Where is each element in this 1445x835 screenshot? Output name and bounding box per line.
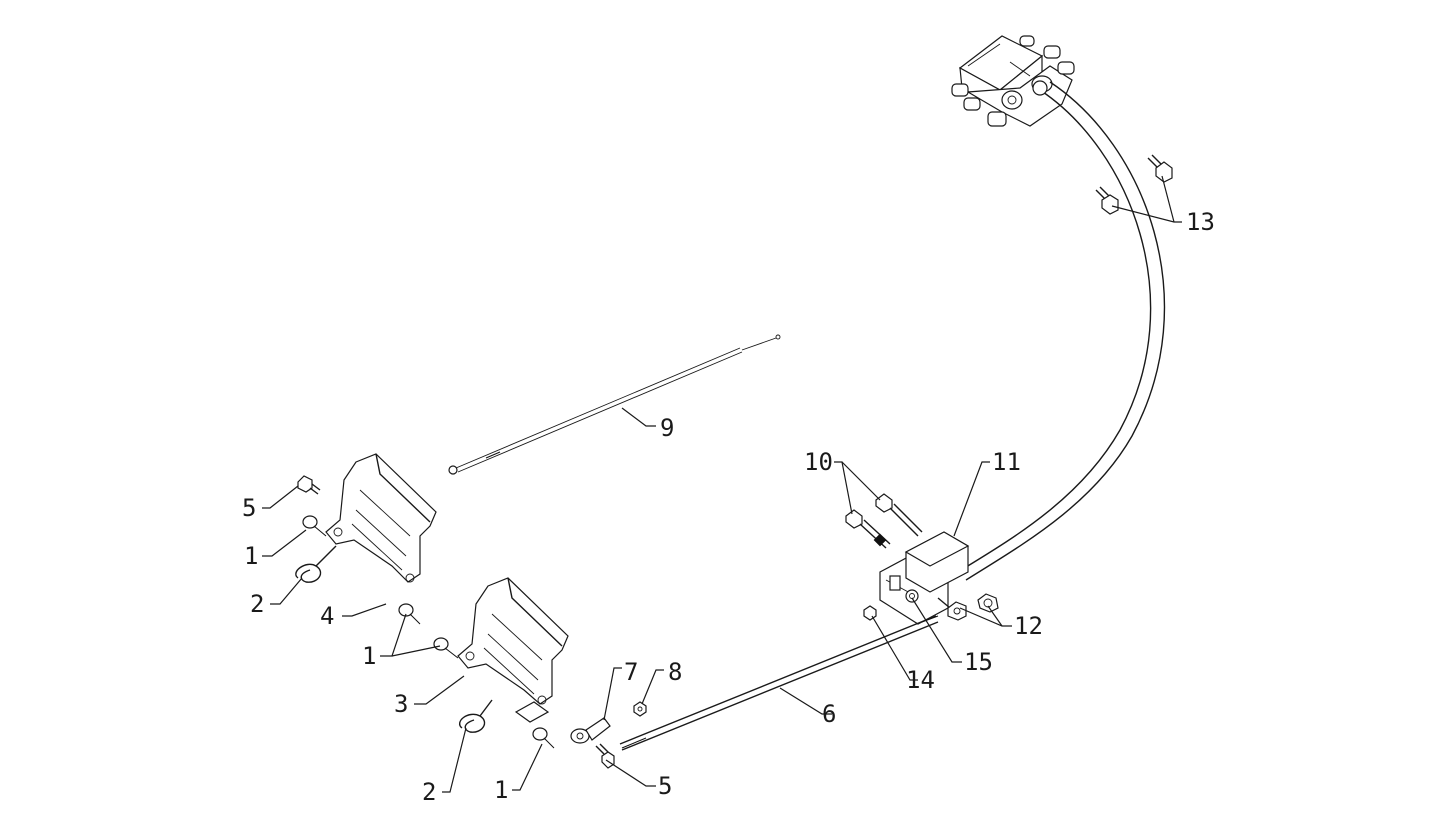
callout-5-upper: 5: [242, 494, 256, 522]
callout-15: 15: [964, 648, 993, 676]
callout-3: 3: [394, 690, 408, 718]
bracket-3: [457, 577, 569, 723]
bolt-13-lower: [1095, 186, 1119, 215]
callout-12: 12: [1014, 612, 1043, 640]
callout-14: 14: [906, 666, 935, 694]
callout-8: 8: [668, 658, 682, 686]
bolt-10-lower: [845, 509, 891, 549]
callout-1-lower: 1: [494, 776, 508, 804]
callout-1-middle: 1: [362, 642, 376, 670]
clevis-7: [570, 717, 611, 744]
bolt-10-upper: [875, 493, 923, 537]
bolt-1-middle-a: [398, 603, 421, 625]
callout-11: 11: [992, 448, 1021, 476]
callout-13: 13: [1186, 208, 1215, 236]
nut-14: [863, 605, 877, 621]
bolt-5-lower: [595, 743, 615, 769]
callout-5-lower: 5: [658, 772, 672, 800]
callout-2-upper: 2: [250, 590, 264, 618]
bolt-1-middle-b: [433, 637, 459, 659]
push-rod: [619, 615, 939, 751]
bolt-13-upper: [1147, 154, 1173, 183]
leader-lines: [262, 175, 1182, 793]
brake-caliper: [951, 35, 1075, 127]
callout-4: 4: [320, 602, 334, 630]
callout-labels: 5 1 2 4 1 3 2 1 5 6 7 8 9 10 11 12 13 14…: [242, 208, 1215, 806]
spring-2-upper: [295, 545, 337, 583]
brake-hose: [957, 80, 1165, 581]
nut-12-right: [977, 593, 999, 613]
callout-10: 10: [804, 448, 833, 476]
throttle-cable: [448, 334, 781, 475]
nut-8: [633, 701, 647, 717]
callout-6: 6: [822, 700, 836, 728]
callout-1-upper: 1: [244, 542, 258, 570]
callout-7: 7: [624, 658, 638, 686]
bolt-5-upper: [297, 475, 321, 495]
bracket-4: [325, 453, 437, 583]
spring-2-lower: [459, 699, 493, 733]
bolt-1-lower: [532, 727, 555, 749]
master-cylinder: [879, 531, 970, 625]
nut-12-left: [937, 597, 967, 621]
bolt-1-upper: [302, 515, 327, 537]
callout-9: 9: [660, 414, 674, 442]
callout-2-lower: 2: [422, 778, 436, 806]
